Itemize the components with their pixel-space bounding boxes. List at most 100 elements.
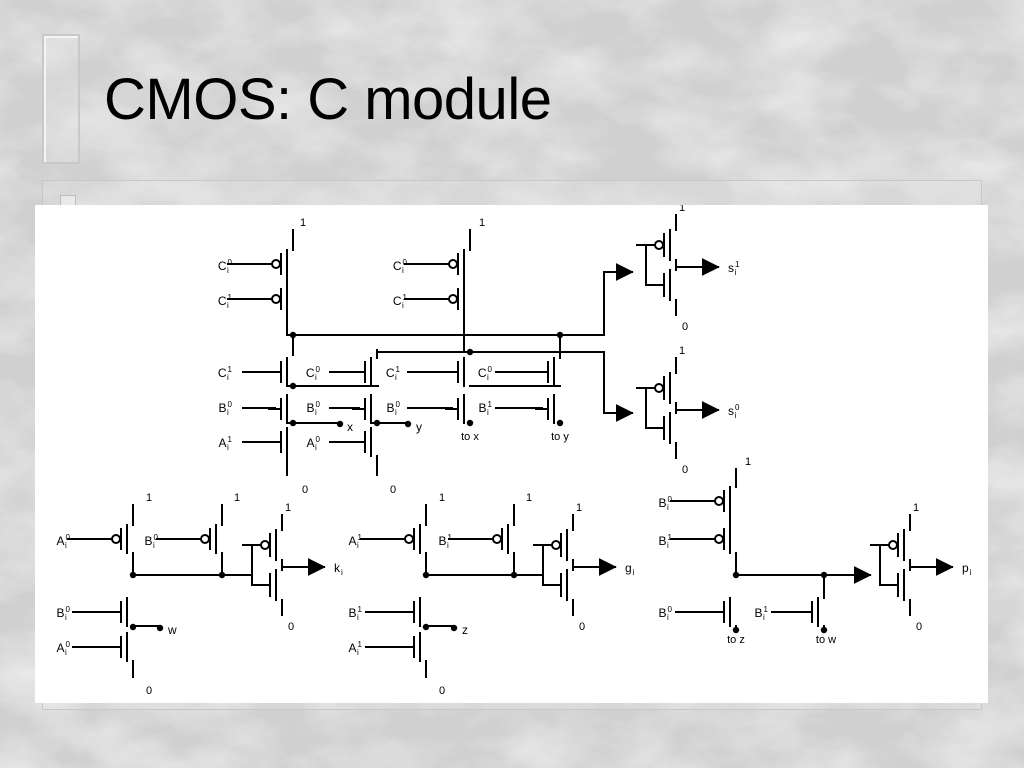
junction-dot [289,382,297,390]
inv-p-vdd: 1 [913,502,919,514]
pfet-a1g-bubble [404,534,414,544]
pfet-b1p-bubble [714,534,724,544]
junction-dot [289,419,297,427]
inv-p-p-bubble [888,540,898,550]
inv-g-p-bubble [551,540,561,550]
junction-dot [156,624,164,632]
junction-dot [336,420,344,428]
gnd-label: 0 [146,685,152,697]
vdd-label: 1 [526,492,532,504]
pfet-c1-bubble [271,294,281,304]
slide-title: CMOS: C module [104,67,552,132]
pfet-c0m-bubble [448,259,458,269]
gnd-label: 0 [302,484,308,496]
label-x: x [347,420,353,434]
junction-dot [820,571,828,579]
pfet-c1m-bubble [448,294,458,304]
gnd-label: 0 [439,685,445,697]
label-to-y: to y [551,431,569,443]
junction-dot [466,348,474,356]
inv-s0-p-bubble [654,383,664,393]
junction-dot [732,626,740,634]
vdd-label: 1 [234,492,240,504]
junction-dot [820,626,828,634]
label-y: y [416,420,422,434]
inv-s0-gnd-label: 0 [682,464,688,476]
label-to-x: to x [461,431,479,443]
junction-dot [404,420,412,428]
junction-dot [466,419,474,427]
label-w: w [167,623,177,637]
vdd-label: 1 [146,492,152,504]
inv-s0-vdd: 1 [679,345,685,357]
junction-dot [450,624,458,632]
junction-dot [556,419,564,427]
junction-dot [129,623,137,631]
label-z: z [462,623,468,637]
pfet-b0k-bubble [200,534,210,544]
label-to-w: to w [816,634,836,646]
vdd-label: 1 [300,217,306,229]
junction-dot [218,571,226,579]
inv-p-gnd-label: 0 [916,621,922,633]
inv-g-label: gi [625,561,635,577]
pfet-b0p-bubble [714,496,724,506]
label-to-z: to z [727,634,745,646]
junction-dot [373,419,381,427]
junction-dot [422,571,430,579]
junction-dots [129,331,828,634]
inv-g-vdd: 1 [576,502,582,514]
circuit-wires [67,214,954,678]
junction-dot [422,623,430,631]
inv-g-gnd-label: 0 [579,621,585,633]
inv-s1-p-bubble [654,240,664,250]
pfet-b1g-bubble [492,534,502,544]
vdd-label: 1 [745,456,751,468]
inv-k-gnd-label: 0 [288,621,294,633]
junction-dot [510,571,518,579]
vdd-label: 1 [479,217,485,229]
junction-dot [289,331,297,339]
inv-k-vdd: 1 [285,502,291,514]
junction-dot [129,571,137,579]
junction-dot [556,331,564,339]
inv-k-p-bubble [260,540,270,550]
inv-k-label: ki [334,561,343,577]
title-accent-bar [42,34,80,164]
bus-to-s1 [559,271,612,336]
junction-dot [732,571,740,579]
pfet-a0k-bubble [111,534,121,544]
gnd-label: 0 [390,484,396,496]
vdd-label: 1 [439,492,445,504]
inv-s1-gnd-label: 0 [682,321,688,333]
inv-p-label: pi [962,561,972,577]
